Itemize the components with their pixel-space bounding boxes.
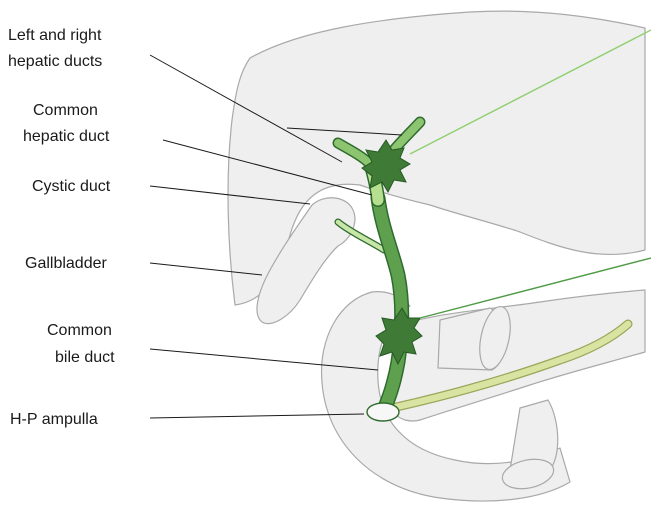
hp-ampulla: [367, 403, 399, 421]
label-hp-ampulla: H-P ampulla: [10, 411, 98, 428]
label-common-hepatic-line1: Common: [33, 102, 98, 119]
label-cystic-duct: Cystic duct: [32, 178, 111, 195]
label-hepatic-ducts-line1: Left and right: [8, 27, 102, 44]
label-common-bile-line1: Common: [47, 322, 112, 339]
label-common-bile-line2: bile duct: [55, 349, 115, 366]
label-hepatic-ducts-line2: hepatic ducts: [8, 53, 102, 70]
label-gallbladder: Gallbladder: [25, 255, 108, 272]
label-common-hepatic-line2: hepatic duct: [23, 128, 110, 145]
